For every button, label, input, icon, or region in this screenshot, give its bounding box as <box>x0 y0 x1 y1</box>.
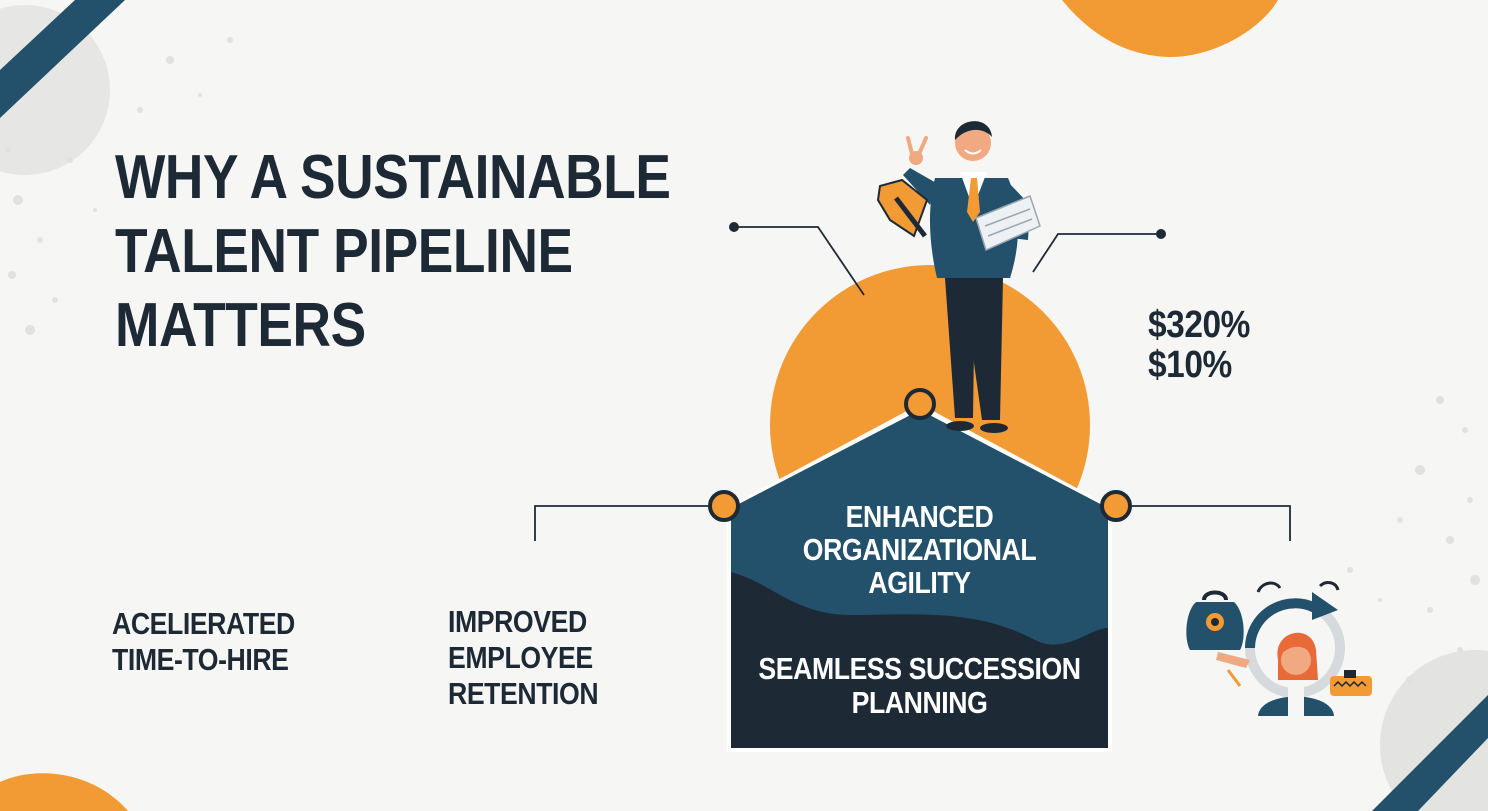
benefit-time-to-hire-line-2: TIME-TO-HIRE <box>112 642 289 677</box>
house-label-succession-line-2: PLANNING <box>851 685 988 720</box>
house-label-agility: ENHANCED ORGANIZATIONAL AGILITY <box>754 500 1085 599</box>
benefit-retention-line-2: EMPLOYEE <box>448 640 593 675</box>
stat-second: $10% <box>1148 344 1232 386</box>
title-line-2: TALENT PIPELINE <box>115 217 573 286</box>
title-line-1: WHY A SUSTAINABLE <box>115 143 671 212</box>
benefit-time-to-hire-line-1: ACELIERATED <box>112 606 295 641</box>
roof-node-right <box>1100 490 1132 522</box>
top-left-decoration <box>0 0 125 175</box>
connector-dot-right <box>1156 229 1166 239</box>
arrow-decoration <box>1226 669 1242 687</box>
title-line-3: MATTERS <box>115 291 366 360</box>
bottom-left-orange-blob <box>0 773 128 811</box>
roof-node-left <box>708 490 740 522</box>
stat-first: $320% <box>1148 304 1250 346</box>
speckle-pattern <box>5 37 1480 684</box>
benefit-retention-line-1: IMPROVED <box>448 604 587 639</box>
woman-avatar-icon <box>1258 632 1334 716</box>
house-shape <box>708 388 1132 752</box>
house-label-agility-line-2: ORGANIZATIONAL <box>802 532 1037 567</box>
house-label-succession-line-1: SEAMLESS SUCCESSION <box>758 651 1081 686</box>
person-on-house-illustration <box>903 121 1030 433</box>
bottom-right-decoration <box>1372 650 1488 811</box>
house-label-agility-line-3: AGILITY <box>868 565 971 600</box>
house-label-agility-line-1: ENHANCED <box>845 499 994 534</box>
shield-icon <box>876 178 929 238</box>
handbag-icon <box>1186 590 1244 650</box>
connector-dot-left <box>729 222 739 232</box>
benefit-retention: IMPROVED EMPLOYEE RETENTION <box>448 604 599 712</box>
document-icon <box>975 195 1041 252</box>
benefit-retention-line-3: RETENTION <box>448 676 599 711</box>
connector-lines <box>534 226 1291 541</box>
house-label-succession: SEAMLESS SUCCESSION PLANNING <box>754 652 1085 720</box>
benefit-time-to-hire: ACELIERATED TIME-TO-HIRE <box>112 606 295 678</box>
top-right-orange-blob <box>1062 0 1278 58</box>
wallet-icon <box>1330 670 1372 696</box>
hand-gesture-icon <box>1216 652 1250 668</box>
roof-node-top <box>904 388 936 420</box>
